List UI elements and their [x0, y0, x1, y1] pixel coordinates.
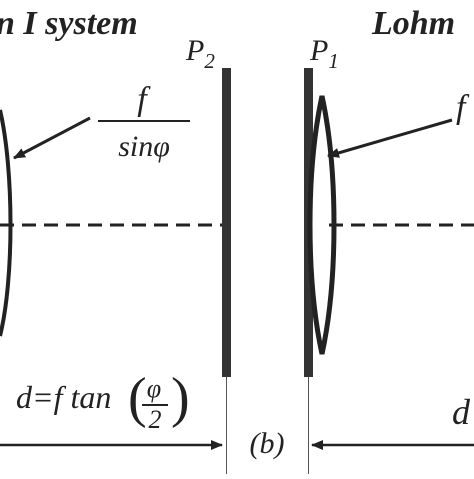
right-lens-label: f: [456, 89, 470, 126]
plane-p2-bar: [222, 68, 231, 377]
left-lens-denominator: sinφ: [118, 130, 170, 163]
distance-left-denominator: 2: [149, 405, 162, 434]
left-lens: [0, 109, 13, 337]
distance-left-numerator: φ: [147, 374, 161, 403]
left-lens-numerator: f: [137, 81, 151, 118]
left-system-title: n I system: [0, 5, 138, 42]
right-system-title: Lohm: [371, 5, 455, 42]
distance-left-prefix: d=f tan: [16, 379, 111, 415]
panel-label: (b): [250, 427, 285, 460]
right-lens: [307, 95, 337, 355]
plane-p2-label: P2: [185, 34, 215, 73]
distance-left-open-paren: (: [128, 367, 147, 429]
left-lens-arrow: [13, 116, 91, 160]
plane-p1-label: P1: [309, 34, 339, 73]
distance-left-close-paren: ): [171, 367, 190, 429]
distance-right-label: d: [452, 392, 471, 432]
right-lens-arrow: [327, 118, 453, 158]
